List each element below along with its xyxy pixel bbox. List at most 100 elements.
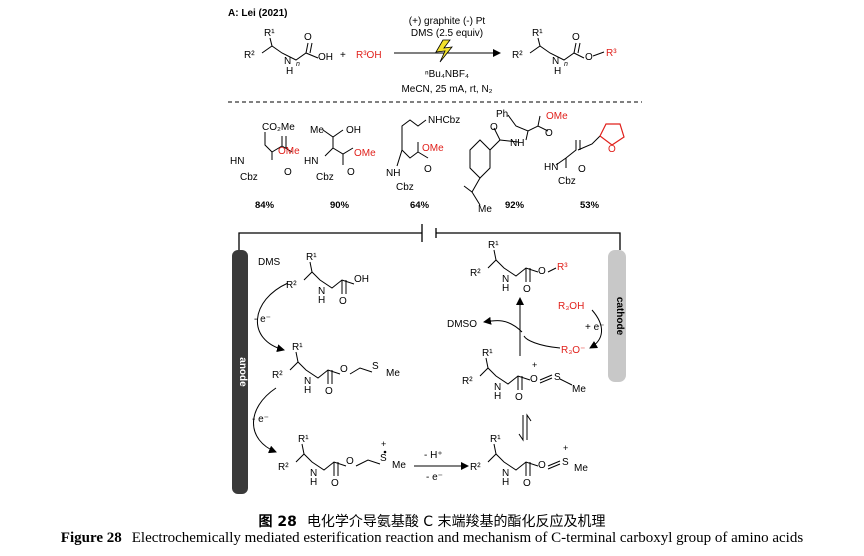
mech4-r2: R² (470, 462, 481, 473)
mech4-h: H (502, 477, 509, 488)
c1-o: O (284, 167, 292, 178)
mech6-nh: N (502, 274, 509, 285)
mech3-r1: R¹ (298, 434, 309, 445)
c4-ph: Ph (496, 109, 508, 120)
mech-minus-h: - H⁺ (424, 450, 443, 461)
mech-final-ester (487, 249, 557, 282)
product-h: H (554, 66, 561, 77)
mech5-r1: R¹ (482, 348, 493, 359)
panel-label: A: Lei (2021) (228, 8, 287, 19)
product-o-ester: O (585, 52, 593, 63)
c5-o: O (578, 164, 586, 175)
mech3-plus: + (381, 439, 386, 449)
conditions-solvent: MeCN, 25 mA, rt, N₂ (401, 84, 492, 95)
mech-minus-e-2: - e⁻ (252, 414, 269, 425)
c3-cbz: Cbz (396, 182, 414, 193)
mech4-r1: R¹ (490, 434, 501, 445)
mech5-h: H (494, 391, 501, 402)
mech2-h: H (304, 385, 311, 396)
mech-r3oh: R₃OH (558, 301, 584, 312)
mech6-o-ester: O (538, 266, 546, 277)
c1-hn: HN (230, 156, 244, 167)
product-r2: R² (512, 50, 523, 61)
cathode-electrode (608, 250, 626, 382)
label-n-sub: n (296, 61, 300, 68)
c4-nh: NH (510, 138, 524, 149)
mech4-me: Me (574, 463, 588, 474)
mech6-r1: R¹ (488, 240, 499, 251)
c5-cbz: Cbz (558, 176, 576, 187)
mech4-s: S (562, 457, 569, 468)
mech3-r2: R² (278, 462, 289, 473)
mech5-o-ester: O (530, 374, 538, 385)
c1-co2me: CO₂Me (262, 122, 295, 133)
anode-label: anode (237, 357, 248, 387)
yield-1: 84% (255, 200, 275, 211)
cathode-reduction-arrow (589, 309, 602, 349)
mech4-nh: N (502, 468, 509, 479)
anode-electrode (232, 250, 248, 494)
caption-cn-number: 图 28 (258, 514, 297, 530)
radical-dot (383, 450, 387, 454)
label-o: O (304, 32, 312, 43)
mech6-r2: R² (470, 268, 481, 279)
c2-hn: HN (304, 156, 318, 167)
mech2-s: S (372, 361, 379, 372)
mech2-o-ester: O (340, 364, 348, 375)
mech-plus-e: + e⁻ (585, 322, 604, 333)
mech6-h: H (502, 283, 509, 294)
mech4-o: O (523, 478, 531, 489)
scope-compound-5 (555, 135, 601, 168)
c4-ome: OMe (546, 111, 568, 122)
caption-en-text: Electrochemically mediated esterificatio… (131, 530, 804, 546)
mech5-o: O (515, 392, 523, 403)
mech1-r1: R¹ (306, 252, 317, 263)
mech-minus-e-3: - e⁻ (426, 472, 443, 483)
conditions-electrolyte: ⁿBu₄NBF₄ (425, 69, 469, 80)
yield-4: 92% (505, 200, 525, 211)
conditions-electrodes: (+) graphite (-) Pt (409, 16, 486, 27)
mech5-r2: R² (462, 376, 473, 387)
yield-3: 64% (410, 200, 430, 211)
mech5-plus: + (532, 360, 537, 370)
conditions-dms: DMS (2.5 equiv) (411, 28, 483, 39)
mech2-r2: R² (272, 370, 283, 381)
product-ester (529, 37, 605, 61)
mech5-nh: N (494, 382, 501, 393)
yield-5: 53% (580, 200, 600, 211)
scope-compound-2 (322, 129, 354, 165)
electric-circuit (238, 224, 621, 250)
mech2-o: O (325, 386, 333, 397)
yield-2: 90% (330, 200, 350, 211)
mech-r3o-minus: R₃O⁻ (561, 345, 585, 356)
mech-sulfonium-radical (295, 443, 381, 476)
scope-compound-4 (463, 114, 549, 206)
c5-thf-o: O (608, 144, 616, 155)
mech-dmso: DMSO (447, 319, 477, 330)
caption-cn-text: 电化学介导氨基酸 C 末端羧基的酯化反应及机理 (306, 514, 606, 530)
c1-cbz: Cbz (240, 172, 258, 183)
scope-compound-1 (264, 132, 293, 160)
label-h: H (286, 66, 293, 77)
c4-o-ester: O (545, 128, 553, 139)
mech-dms: DMS (258, 257, 281, 268)
dmso-release-arrow (483, 316, 523, 333)
mech4-o-ester: O (538, 460, 546, 471)
mech3-me: Me (392, 460, 406, 471)
mech5-me: Me (572, 384, 586, 395)
equilibrium-arrows (518, 413, 532, 442)
product-n: N (552, 56, 559, 67)
mech6-r3: R³ (557, 262, 568, 273)
label-oh: OH (318, 52, 333, 63)
c3-ome: OMe (422, 143, 444, 154)
c2-me: Me (310, 125, 324, 136)
mech3-s: S (380, 453, 387, 464)
alkoxide-attack-arrow (523, 335, 561, 349)
mech3-o-ester: O (346, 456, 354, 467)
c4-o-amide: O (490, 122, 498, 133)
mech3-nh: N (310, 468, 317, 479)
mech-thioester-intermediate (289, 351, 373, 384)
mech-sulfonium-ylide (487, 443, 561, 476)
reaction-plus: + (340, 50, 346, 61)
